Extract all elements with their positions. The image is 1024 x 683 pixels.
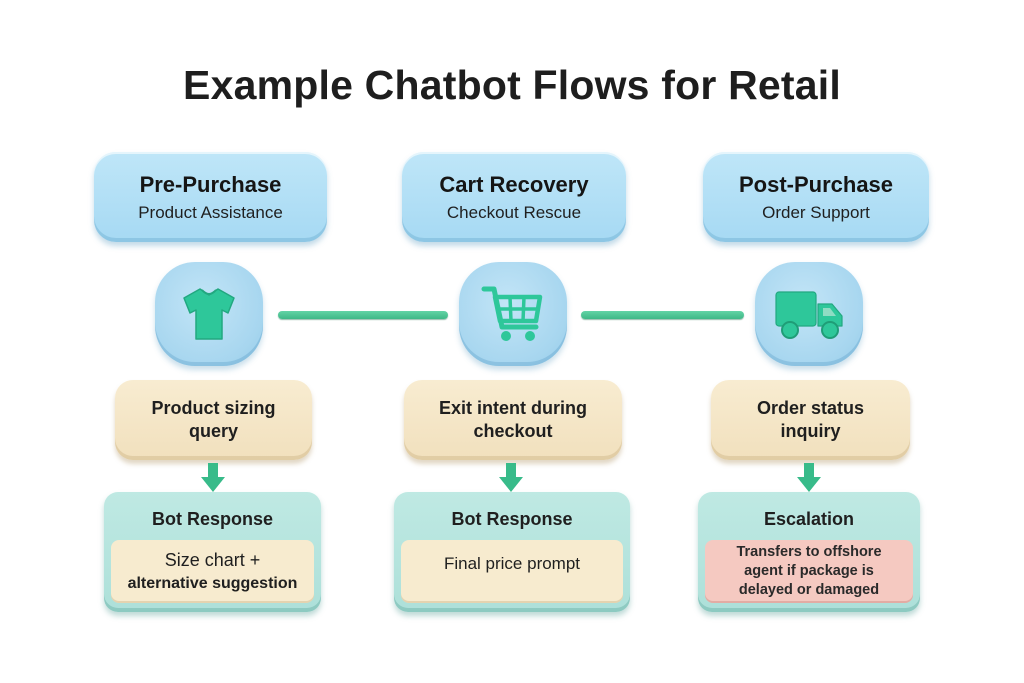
response-title: Bot Response — [451, 509, 573, 529]
response-body-text: Final price prompt — [443, 554, 581, 573]
response-card: Bot Response Size chart + alternative su… — [104, 492, 321, 612]
icon-tile — [155, 262, 263, 366]
response-title: Bot Response — [151, 509, 274, 529]
connector-line — [581, 311, 744, 319]
flow-header-subtitle: Checkout Rescue — [446, 203, 582, 222]
trigger-card: Exit intent during checkout — [404, 380, 622, 460]
icon-tile — [459, 262, 567, 366]
delivery-truck-icon — [775, 291, 843, 339]
flow-header-card: Post-Purchase Order Support — [703, 152, 929, 242]
trigger-card: Product sizing query — [115, 380, 312, 460]
trigger-text: Product sizing query — [151, 398, 276, 441]
arrow-down-icon — [797, 463, 821, 492]
response-body-line-2: alternative suggestion — [127, 574, 298, 592]
flow-header-subtitle: Product Assistance — [138, 203, 283, 222]
trigger-text: Order status inquiry — [756, 398, 865, 441]
escalation-body-text: Transfers to offshore agent if package i… — [736, 544, 882, 598]
flow-header-title: Pre-Purchase — [139, 172, 282, 197]
arrow-down-icon — [499, 463, 523, 492]
escalation-card: Escalation Transfers to offshore agent i… — [698, 492, 920, 612]
response-body: Final price prompt — [401, 540, 623, 603]
flow-header-title: Cart Recovery — [439, 172, 589, 197]
escalation-body: Transfers to offshore agent if package i… — [705, 540, 913, 603]
flow-header-title: Post-Purchase — [738, 172, 894, 197]
response-body-line-1: Size chart + — [164, 549, 261, 570]
shopping-cart-icon — [481, 286, 543, 341]
trigger-card: Order status inquiry — [711, 380, 910, 460]
response-body: Size chart + alternative suggestion — [111, 540, 314, 603]
flow-header-card: Pre-Purchase Product Assistance — [94, 152, 327, 242]
flow-header-card: Cart Recovery Checkout Rescue — [402, 152, 626, 242]
flow-header-subtitle: Order Support — [762, 203, 870, 222]
trigger-text: Exit intent during checkout — [439, 398, 587, 441]
icon-tile — [755, 262, 863, 366]
escalation-title: Escalation — [763, 509, 855, 529]
connector-line — [278, 311, 448, 319]
response-card: Bot Response Final price prompt — [394, 492, 630, 612]
t-shirt-icon — [183, 288, 235, 340]
arrow-down-icon — [201, 463, 225, 492]
page-title: Example Chatbot Flows for Retail — [183, 62, 841, 108]
